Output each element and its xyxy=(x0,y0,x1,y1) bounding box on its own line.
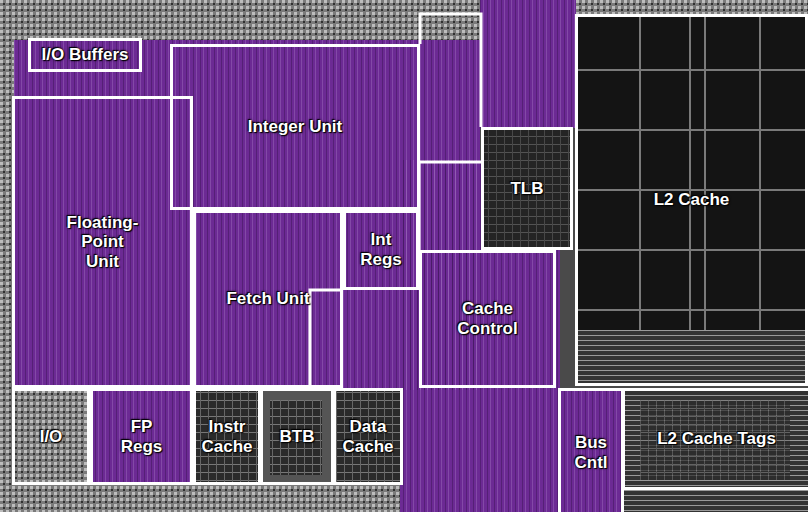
region-label: BTB xyxy=(280,427,315,447)
die-region: Floating-Point Unit xyxy=(12,96,193,388)
die-region: I/O Buffers xyxy=(28,38,142,72)
die-region: TLB xyxy=(481,127,573,250)
region-label: I/O Buffers xyxy=(42,45,129,65)
l2-grid xyxy=(575,14,808,330)
io-pads xyxy=(0,485,400,512)
tag-array xyxy=(622,388,808,512)
die-region: Fetch Unit xyxy=(193,210,343,388)
logic-area xyxy=(480,0,576,128)
region-label: L2 Cache Tags xyxy=(657,429,776,449)
tlb-array xyxy=(481,127,573,250)
cache-array xyxy=(194,390,258,485)
region-label: I/O xyxy=(40,427,63,447)
region-label: Instr Cache xyxy=(198,417,256,456)
die-region: Integer Unit xyxy=(170,44,420,210)
l2-array xyxy=(575,14,808,386)
cache-array xyxy=(334,390,400,485)
btb-array xyxy=(270,400,322,475)
region-label: Data Cache xyxy=(338,417,398,456)
region-outline xyxy=(310,290,343,388)
region-label: Integer Unit xyxy=(248,117,342,137)
die-region: FP Regs xyxy=(90,388,193,485)
die-region: I/O xyxy=(12,388,90,485)
die-region: BTB xyxy=(260,388,334,485)
region-label: TLB xyxy=(510,179,543,199)
region-outline xyxy=(420,14,481,127)
region-label: Floating-Point Unit xyxy=(63,213,143,272)
die-region: Bus Cntl xyxy=(558,388,624,512)
wiring-texture xyxy=(480,0,576,128)
region-label: L2 Cache xyxy=(654,190,730,210)
logic-area xyxy=(560,388,622,512)
die-region: Int Regs xyxy=(343,210,419,290)
tag-array xyxy=(640,400,790,480)
die-region: L2 Cache Tags xyxy=(622,388,808,490)
region-label: FP Regs xyxy=(117,417,167,456)
die-region: L2 Cache xyxy=(575,14,808,386)
region-label: Fetch Unit xyxy=(226,289,309,309)
die-region: Instr Cache xyxy=(193,388,261,485)
io-strip xyxy=(0,0,480,40)
logic-area xyxy=(90,390,192,485)
region-label: Int Regs xyxy=(349,230,413,269)
die-region: Data Cache xyxy=(333,388,403,485)
io-strip xyxy=(575,0,808,14)
l2-periphery xyxy=(575,330,808,386)
wiring-texture xyxy=(90,390,192,485)
region-label: Cache Control xyxy=(448,299,528,338)
die-region: Cache Control xyxy=(419,250,556,388)
region-label: Bus Cntl xyxy=(563,433,619,472)
tlb-array xyxy=(481,127,573,250)
btb-array xyxy=(260,390,332,485)
region-outline xyxy=(419,162,481,250)
wiring-texture xyxy=(560,388,622,512)
